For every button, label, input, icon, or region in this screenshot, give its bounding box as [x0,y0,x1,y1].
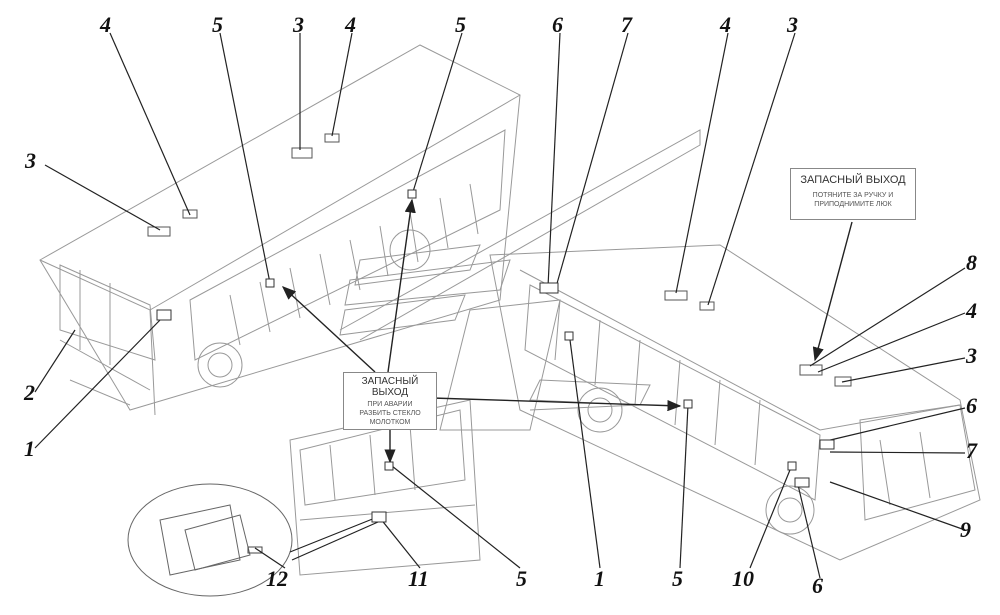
callout-4-left: 4 [100,12,111,37]
exit-markers [156,189,835,523]
callout-4-top: 4 [345,12,356,37]
window-sign-title-2: ВЫХОД [371,387,409,398]
window-sign-title-1: ЗАПАСНЫЙ [361,376,419,387]
callout-3-left: 3 [25,148,36,173]
callout-3-right: 3 [787,12,798,37]
callout-12: 12 [266,566,288,591]
callout-5-bottom: 5 [516,566,527,591]
sign-arrows [281,198,853,464]
window-exit-sign: ЗАПАСНЫЙ ВЫХОД ПРИ АВАРИИ РАЗБИТЬ СТЕКЛО… [343,372,437,430]
callout-7-top: 7 [621,12,632,37]
roof-sign-title: ЗАПАСНЫЙ ВЫХОД [800,174,906,186]
callout-6-side: 6 [966,393,977,418]
callout-11: 11 [408,566,429,591]
callout-4-side: 4 [966,298,977,323]
inset-detail [127,483,293,597]
background-stripes [339,129,701,431]
callout-5-top: 5 [455,12,466,37]
callout-5-bottom-right: 5 [672,566,683,591]
leader-lines [34,32,966,579]
callout-7-side: 7 [966,438,977,463]
callout-6-top: 6 [552,12,563,37]
callout-5-left: 5 [212,12,223,37]
window-sign-line-1: ПРИ АВАРИИ [367,401,413,408]
callout-6-bottom: 6 [812,573,823,598]
callout-2: 2 [24,380,35,405]
callout-3-top: 3 [293,12,304,37]
window-sign-line-3: МОЛОТКОМ [369,419,411,426]
roof-sign-line-2: ПРИПОДНИМИТЕ ЛЮК [814,201,892,208]
roof-hatch-sign: ЗАПАСНЫЙ ВЫХОД ПОТЯНИТЕ ЗА РУЧКУ И ПРИПО… [790,168,916,220]
callout-1-left: 1 [24,436,35,461]
callout-3-side: 3 [966,343,977,368]
callout-9: 9 [960,517,971,542]
left-bus [39,44,521,416]
window-sign-line-2: РАЗБИТЬ СТЕКЛО [359,410,421,417]
callout-8: 8 [966,250,977,275]
callout-10: 10 [732,566,754,591]
callout-4-right: 4 [720,12,731,37]
callout-1-bottom: 1 [594,566,605,591]
roof-sign-line-1: ПОТЯНИТЕ ЗА РУЧКУ И [812,192,894,199]
